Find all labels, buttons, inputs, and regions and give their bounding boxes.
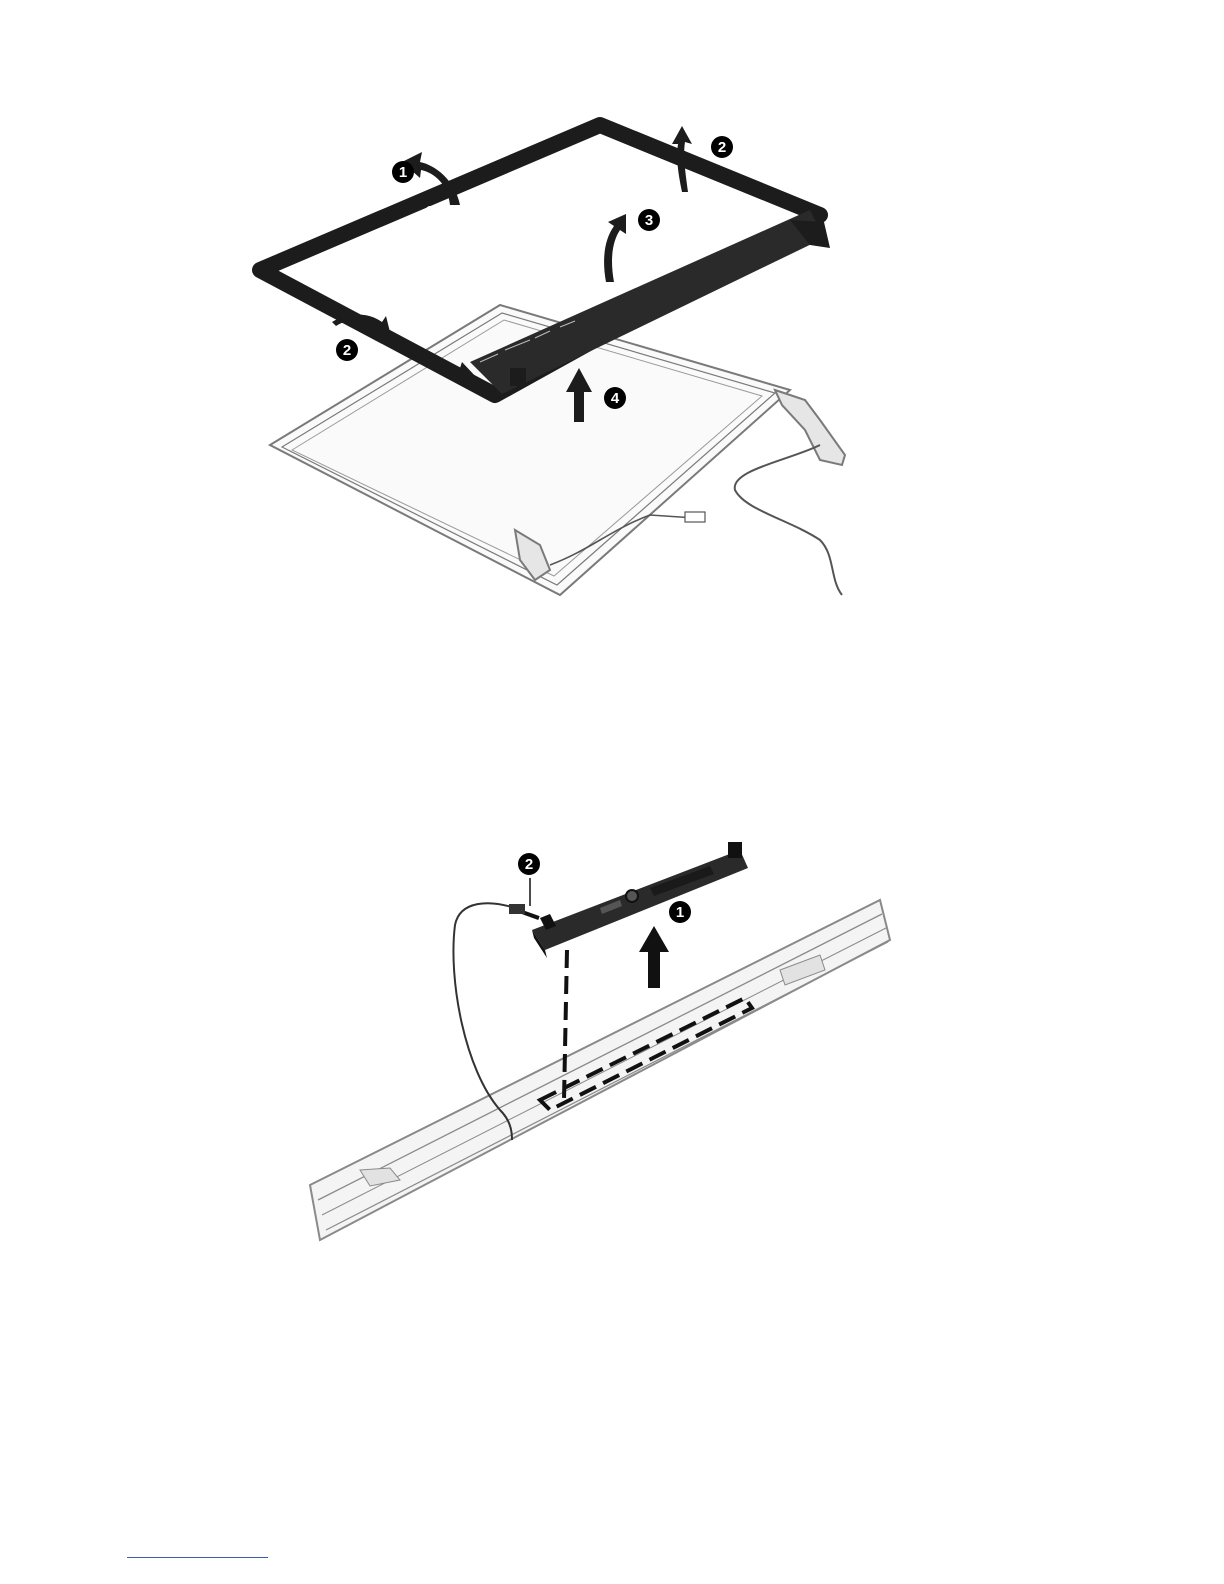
callout-number: 2 [343,342,351,359]
callout-badge-2: 2 [336,339,358,361]
callout-badge-1: 1 [392,161,414,183]
callout-number: 3 [645,212,653,229]
cable-connector [509,904,525,914]
bezel-removal-drawing: 1 2 3 2 4 [230,100,890,620]
bezel-removal-illustration: 1 2 3 2 4 [230,100,890,620]
callout-number: 1 [399,164,407,181]
callout-number: 2 [525,856,533,873]
up-arrow-icon [639,926,669,988]
callout-number: 1 [676,904,684,921]
webcam-removal-drawing: 1 2 [300,830,900,1250]
curved-lift-arrow-icon [604,214,626,282]
webcam-removal-illustration: 1 2 [300,830,900,1250]
footnote-separator [127,1557,268,1558]
webcam-module [532,842,748,958]
callout-badge-1: 1 [669,901,691,923]
callout-badge-2: 2 [711,136,733,158]
callout-number: 4 [611,390,620,407]
callout-badge-4: 4 [604,387,626,409]
callout-badge-3: 3 [638,209,660,231]
callout-badge-2: 2 [518,853,540,875]
callout-number: 2 [718,139,726,156]
